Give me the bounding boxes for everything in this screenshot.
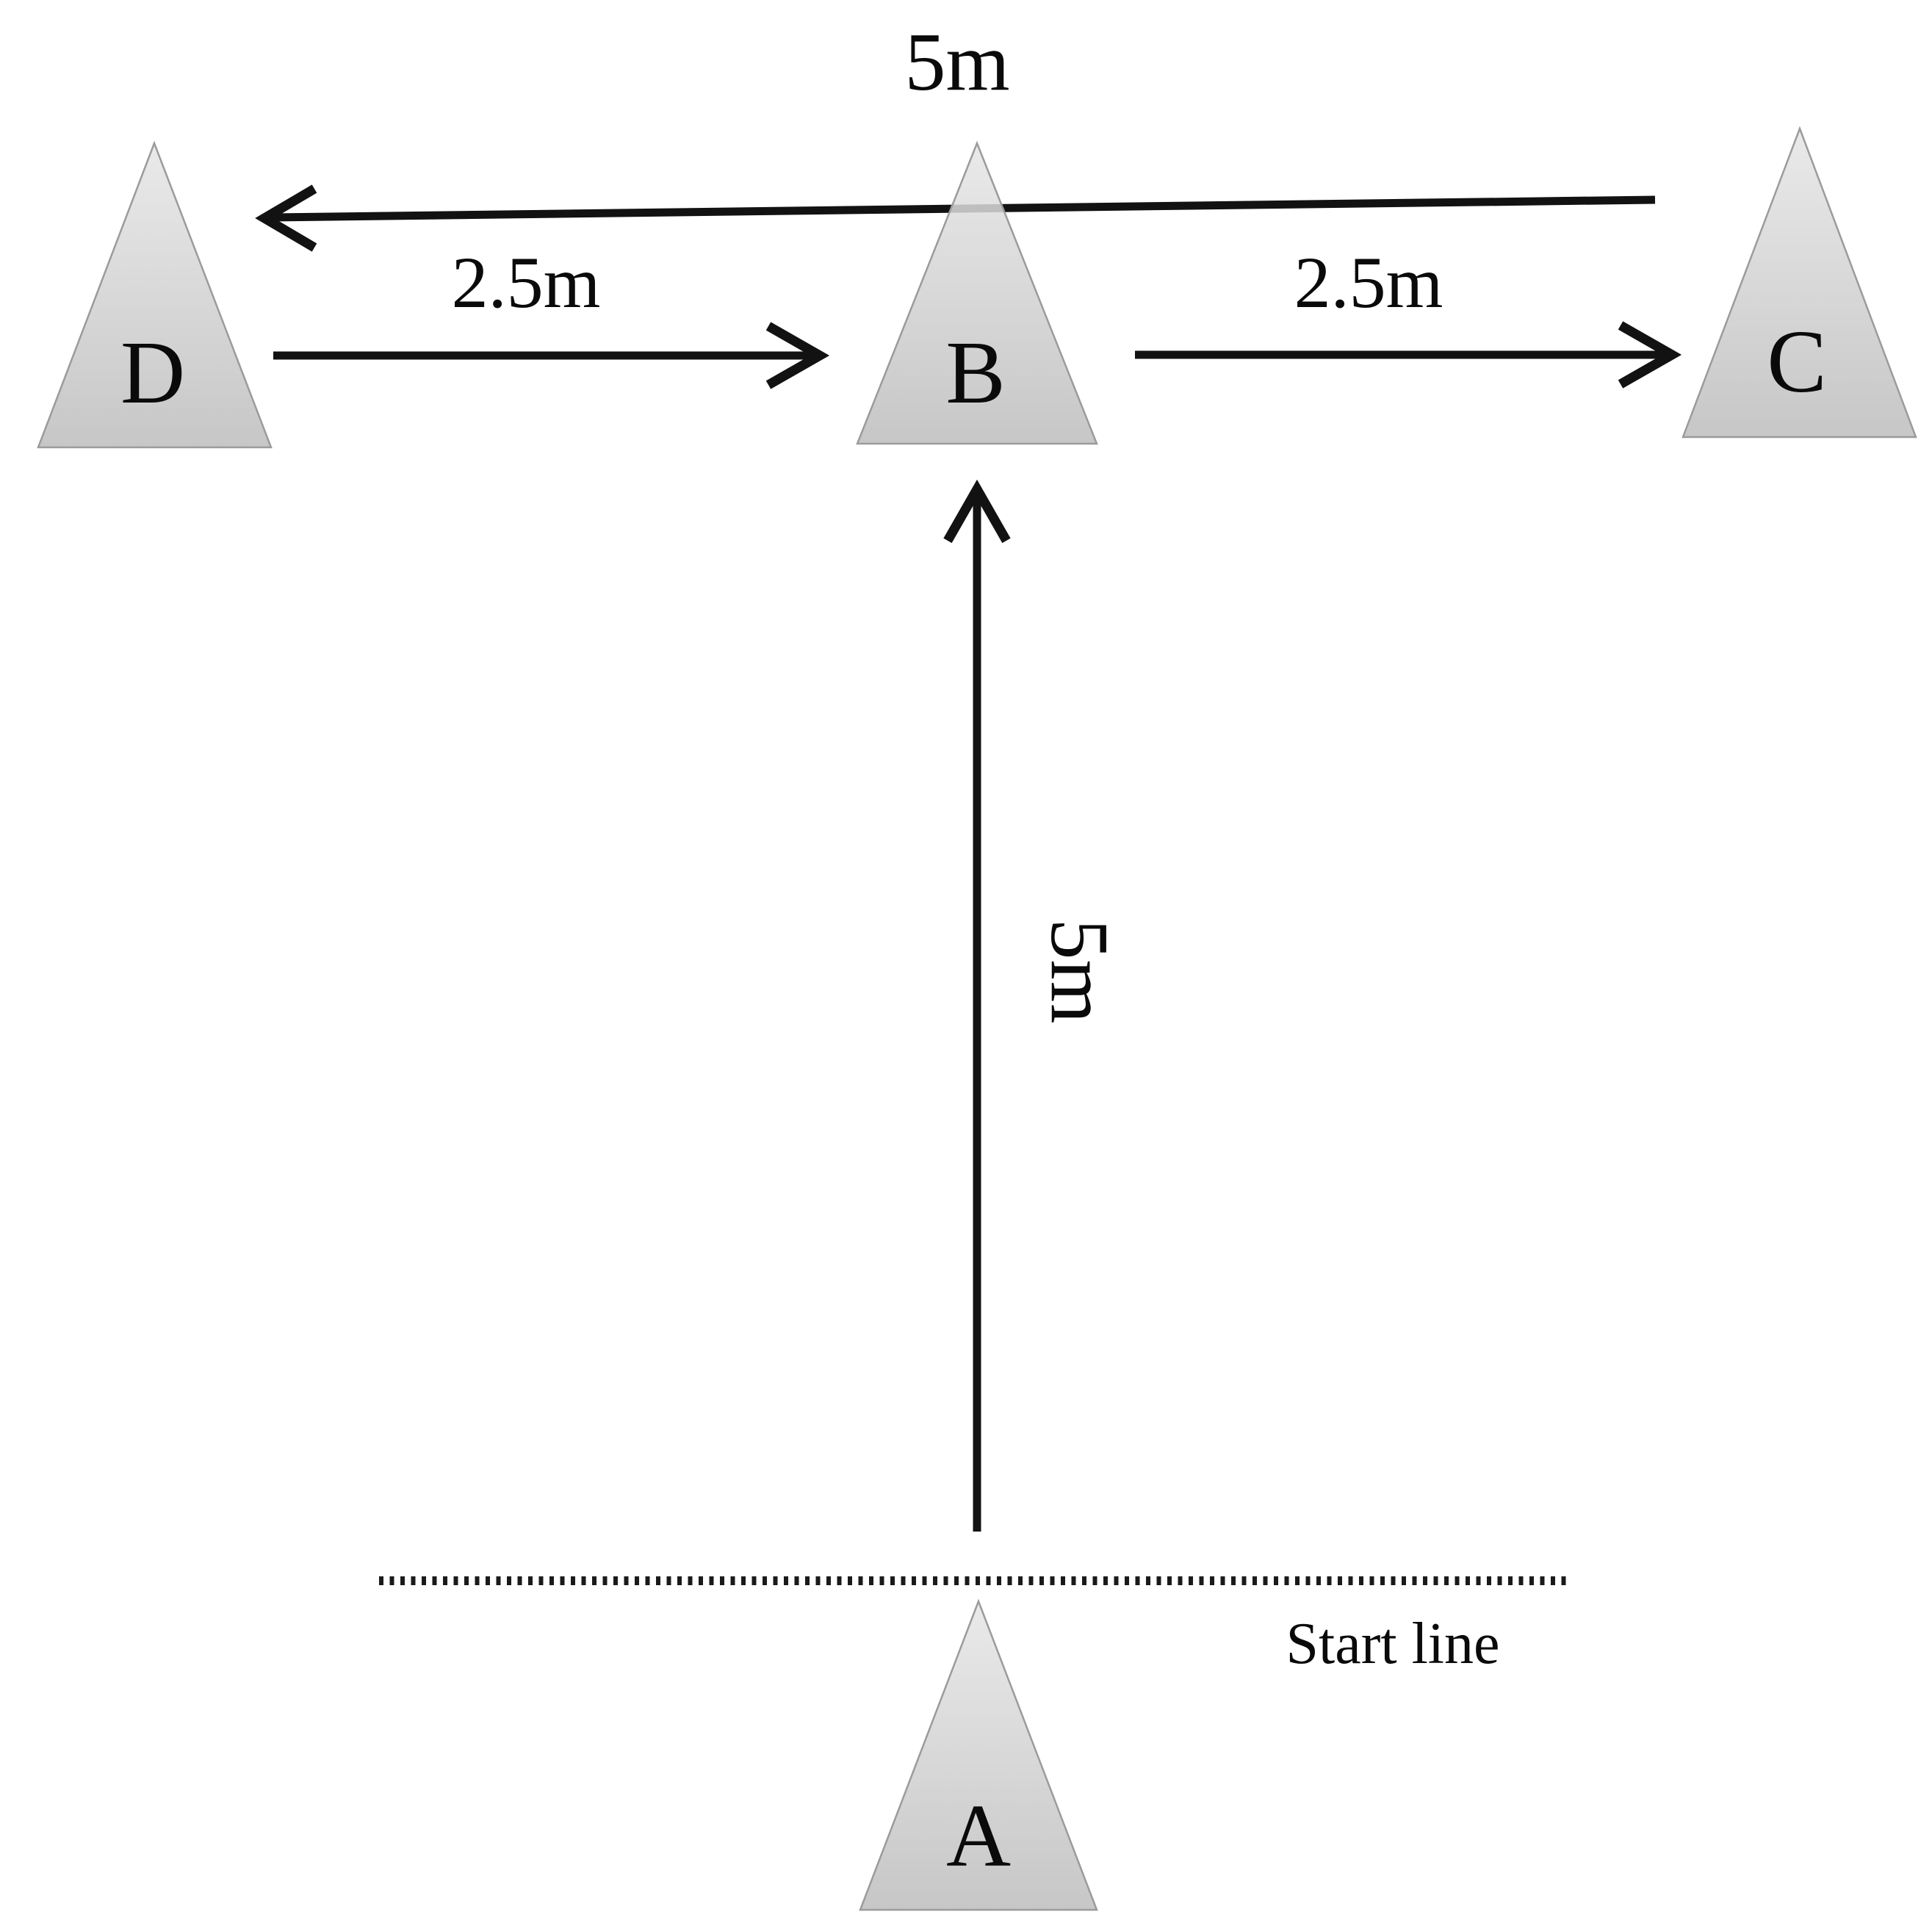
cone-b-label: B: [945, 323, 1005, 422]
arrow-d-to-b: [273, 322, 830, 389]
cone-a-label: A: [946, 1786, 1011, 1886]
label-left-distance: 2.5m: [452, 242, 601, 323]
label-top-distance: 5m: [904, 17, 1009, 108]
cone-c-label: C: [1767, 312, 1826, 411]
cone-b-triangle: [856, 140, 1098, 445]
label-vertical-distance: 5m: [1034, 918, 1125, 1023]
label-right-distance: 2.5m: [1294, 242, 1443, 323]
cone-a-triangle: [859, 1598, 1098, 1911]
start-line-label: Start line: [1286, 1612, 1499, 1676]
cone-d-triangle: [37, 140, 273, 449]
cone-d-label: D: [120, 323, 185, 422]
cone-c-triangle: [1682, 126, 1917, 439]
arrow-a-to-b: [943, 479, 1011, 1532]
arrow-b-to-c: [1135, 321, 1682, 389]
